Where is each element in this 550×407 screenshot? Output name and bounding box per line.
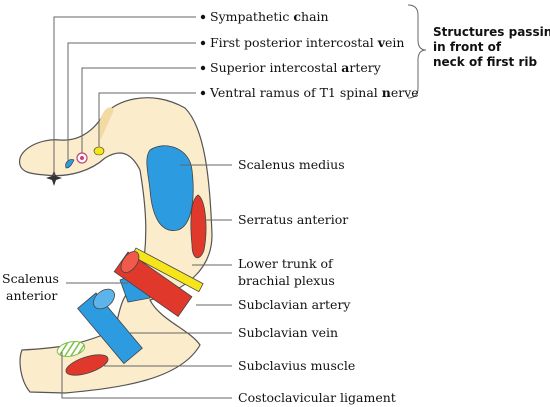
label-scalenus-anterior-2: anterior [6, 288, 57, 303]
leader-intercostal-vein [67, 42, 196, 162]
bullet-3 [200, 65, 206, 71]
subclavian-vein-vessel [77, 288, 143, 365]
bullet-2 [200, 40, 206, 46]
intercostal-artery-lumen [80, 156, 84, 160]
sympathetic-chain-mark [46, 170, 62, 186]
label-intercostal-artery: Superior intercostal artery [210, 60, 382, 75]
bullet-4 [200, 90, 206, 96]
leader-t1-nerve [98, 92, 196, 147]
label-lower-trunk-1: Lower trunk of [238, 256, 334, 271]
leader-sympathetic-chain [53, 16, 196, 176]
label-scalenus-anterior-1: Scalenus [2, 271, 59, 286]
group-label-line-3: neck of first rib [433, 55, 537, 69]
t1-nerve-mark [93, 146, 105, 156]
rib-tubercle [100, 107, 114, 140]
bullet-1 [200, 14, 206, 20]
label-sympathetic-chain: Sympathetic chain [210, 9, 329, 24]
subclavian-artery-vessel [113, 250, 193, 317]
label-lower-trunk-2: brachial plexus [238, 273, 335, 288]
group-brace [407, 4, 427, 99]
scalenus-medius-muscle [146, 145, 194, 231]
label-subclavian-vein: Subclavian vein [238, 325, 338, 340]
costoclavicular-ligament-shape [56, 341, 86, 357]
label-scalenus-medius: Scalenus medius [238, 157, 345, 172]
label-subclavian-artery: Subclavian artery [238, 297, 351, 312]
leader-intercostal-artery [81, 67, 196, 153]
label-t1-nerve: Ventral ramus of T1 spinal nerve [209, 85, 419, 100]
label-intercostal-vein: First posterior intercostal vein [210, 35, 404, 50]
serratus-anterior-muscle [190, 194, 207, 259]
label-subclavius-muscle: Subclavius muscle [238, 358, 355, 373]
label-serratus-anterior: Serratus anterior [238, 212, 348, 227]
label-costoclavicular: Costoclavicular ligament [238, 390, 396, 405]
group-label-line-2: in front of [433, 40, 502, 54]
subclavius-muscle-shape [65, 354, 109, 376]
group-label-line-1: Structures passing [433, 25, 550, 39]
leader-costoclavicular [61, 352, 232, 399]
